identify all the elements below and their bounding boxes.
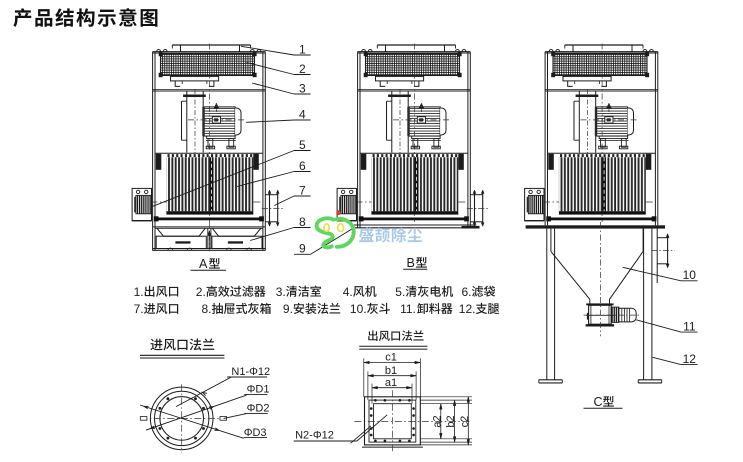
svg-text:8.: 8. — [202, 302, 212, 316]
svg-text:11: 11 — [683, 319, 696, 333]
svg-text:2: 2 — [299, 62, 306, 76]
svg-text:8: 8 — [299, 215, 306, 229]
svg-text:5.: 5. — [395, 285, 405, 299]
svg-text:1: 1 — [299, 42, 306, 56]
svg-text:b1: b1 — [385, 365, 397, 377]
svg-text:2.: 2. — [196, 285, 206, 299]
svg-text:10: 10 — [683, 268, 697, 282]
svg-text:10.: 10. — [350, 302, 367, 316]
svg-text:6.: 6. — [462, 285, 472, 299]
svg-text:3.: 3. — [276, 285, 286, 299]
svg-text:9: 9 — [299, 242, 306, 256]
svg-text:ΦD3: ΦD3 — [244, 427, 267, 439]
svg-text:C: C — [594, 395, 603, 409]
svg-text:4.: 4. — [343, 285, 353, 299]
svg-text:7.: 7. — [134, 302, 144, 316]
svg-text:ΦD2: ΦD2 — [247, 402, 270, 414]
svg-text:1.: 1. — [134, 285, 144, 299]
svg-text:a1: a1 — [385, 377, 397, 389]
svg-text:11.: 11. — [400, 302, 416, 316]
svg-text:3: 3 — [299, 81, 306, 95]
svg-text:7: 7 — [299, 183, 306, 197]
svg-text:B: B — [407, 256, 415, 270]
svg-text:ΦD1: ΦD1 — [247, 384, 270, 396]
svg-text:N1-Φ12: N1-Φ12 — [231, 366, 270, 378]
svg-text:6: 6 — [299, 159, 306, 173]
svg-text:9.: 9. — [283, 302, 293, 316]
svg-text:5: 5 — [299, 138, 306, 152]
svg-text:12: 12 — [683, 352, 697, 366]
svg-text:12.: 12. — [459, 302, 476, 316]
svg-text:N2-Φ12: N2-Φ12 — [295, 430, 334, 442]
svg-text:c1: c1 — [385, 352, 397, 364]
svg-text:4: 4 — [299, 107, 306, 121]
svg-text:A: A — [199, 257, 208, 271]
